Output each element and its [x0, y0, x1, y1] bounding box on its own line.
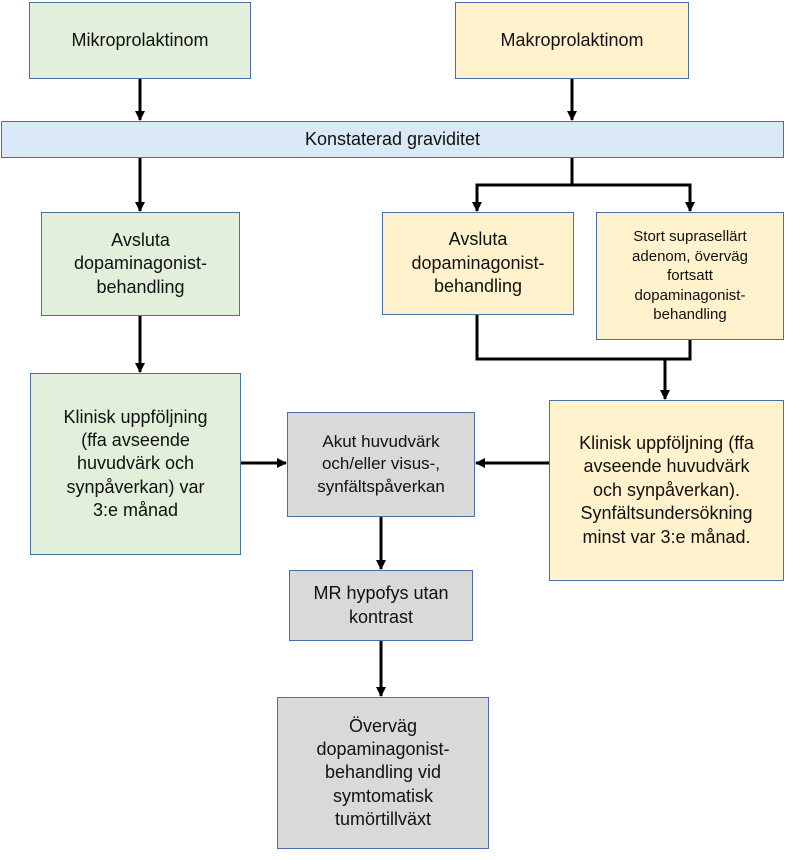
node-label: Klinisk uppföljning (ffa avseende huvudv…	[579, 433, 754, 547]
node-label: Stort suprasellärt adenom, överväg forts…	[632, 228, 748, 324]
node-micro-avsluta-behandling: Avsluta dopaminagonist- behandling	[41, 212, 240, 316]
node-label: Avsluta dopaminagonist- behandling	[411, 229, 545, 297]
node-label: Överväg dopaminagonist- behandling vid s…	[316, 715, 450, 830]
node-overvag-behandling: Överväg dopaminagonist- behandling vid s…	[277, 697, 489, 849]
node-mikroprolaktinom: Mikroprolaktinom	[29, 2, 251, 79]
node-label: Klinisk uppföljning (ffa avseende huvudv…	[63, 406, 208, 521]
node-label: Mikroprolaktinom	[71, 29, 209, 50]
node-macro-fortsatt-behandling: Stort suprasellärt adenom, överväg forts…	[596, 212, 784, 340]
node-micro-klinisk-uppfoljning: Klinisk uppföljning (ffa avseende huvudv…	[30, 373, 241, 555]
edge-macro-merge-to-followup	[475, 315, 692, 400]
node-label: Konstaterad graviditet	[304, 128, 481, 149]
node-label: MR hypofys utan kontrast	[313, 583, 449, 627]
node-label: Avsluta dopaminagonist- behandling	[73, 229, 208, 297]
node-macro-avsluta-behandling: Avsluta dopaminagonist- behandling	[382, 212, 574, 315]
node-mr-hypofys: MR hypofys utan kontrast	[289, 570, 473, 641]
node-macro-klinisk-uppfoljning: Klinisk uppföljning (ffa avseende huvudv…	[549, 400, 784, 581]
node-konstaterad-graviditet: Konstaterad graviditet	[1, 121, 784, 158]
node-label: Akut huvudvärk och/eller visus-, synfält…	[317, 432, 445, 496]
edge-pregnancy-split-macro	[472, 158, 695, 212]
node-label: Makroprolaktinom	[500, 29, 644, 50]
node-makroprolaktinom: Makroprolaktinom	[455, 2, 689, 79]
node-akut-huvudvark: Akut huvudvärk och/eller visus-, synfält…	[287, 412, 475, 517]
